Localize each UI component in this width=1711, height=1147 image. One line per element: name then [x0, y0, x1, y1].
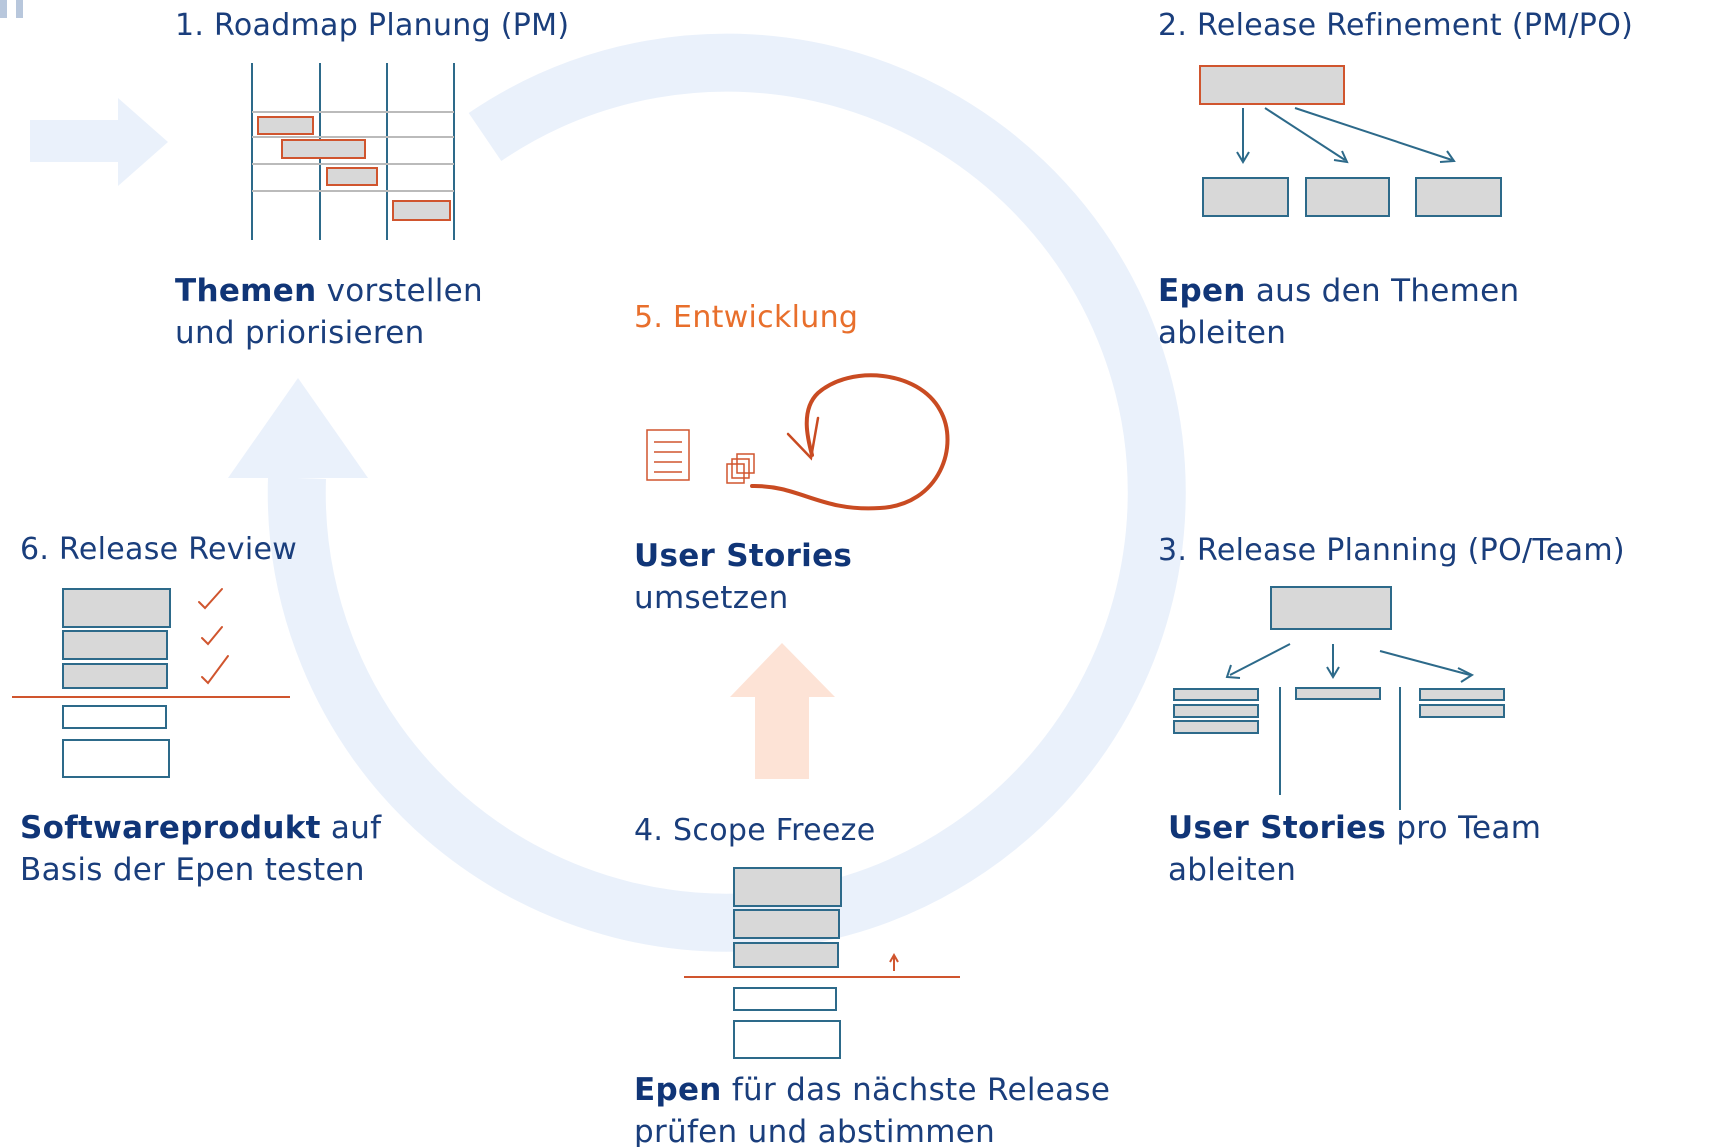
step5-desc-line2: umsetzen: [634, 580, 789, 616]
step3-desc-bold: User Stories: [1168, 810, 1387, 846]
step6-desc-line2: Basis der Epen testen: [20, 852, 365, 888]
hierarchy-tree-icon: [1199, 65, 1502, 217]
step2-title: 2. Release Refinement (PM/PO): [1158, 8, 1634, 43]
development-loop-icon: [646, 373, 950, 511]
gantt-chart-icon: [251, 63, 455, 240]
step1-desc-line1: vorstellen: [316, 273, 483, 309]
step1-desc-line2: und priorisieren: [175, 315, 425, 351]
step2-desc-line1: aus den Themen: [1245, 273, 1520, 309]
step5-title: 5. Entwicklung: [634, 300, 859, 335]
step4-desc-line2: prüfen und abstimmen: [634, 1114, 996, 1147]
step3-description: User Stories pro Team ableiten: [1168, 807, 1541, 891]
step3-desc-line2: ableiten: [1168, 852, 1297, 888]
step3-desc-line1: pro Team: [1386, 810, 1542, 846]
step4-title: 4. Scope Freeze: [634, 813, 876, 848]
step2-desc-line2: ableiten: [1158, 315, 1287, 351]
step1-desc-bold: Themen: [175, 273, 317, 309]
step6-title: 6. Release Review: [20, 532, 298, 567]
step4-desc-bold: Epen: [634, 1072, 722, 1108]
cycle-arrowhead: [228, 378, 368, 478]
team-split-icon: [1173, 586, 1505, 810]
step1-description: Themen vorstellen und priorisieren: [175, 270, 483, 354]
step5-desc-bold: User Stories: [634, 538, 853, 574]
step6-desc-line1: auf: [320, 810, 382, 846]
circular-arrow-icon: [267, 33, 1186, 952]
step6-description: Softwareprodukt auf Basis der Epen teste…: [20, 807, 381, 891]
step3-title: 3. Release Planning (PO/Team): [1158, 533, 1625, 568]
step6-desc-bold: Softwareprodukt: [20, 810, 321, 846]
up-arrow-icon: [730, 643, 835, 779]
step2-description: Epen aus den Themen ableiten: [1158, 270, 1520, 354]
step1-title: 1. Roadmap Planung (PM): [175, 8, 570, 43]
corner-mark: [0, 0, 23, 18]
scope-freeze-stack-icon: [684, 867, 960, 1059]
entry-arrow-icon: [30, 98, 168, 186]
step4-desc-line1: für das nächste Release: [721, 1072, 1111, 1108]
step4-description: Epen für das nächste Release prüfen und …: [634, 1069, 1110, 1147]
step5-description: User Stories umsetzen: [634, 535, 852, 619]
step2-desc-bold: Epen: [1158, 273, 1246, 309]
checklist-stack-icon: [12, 588, 290, 778]
